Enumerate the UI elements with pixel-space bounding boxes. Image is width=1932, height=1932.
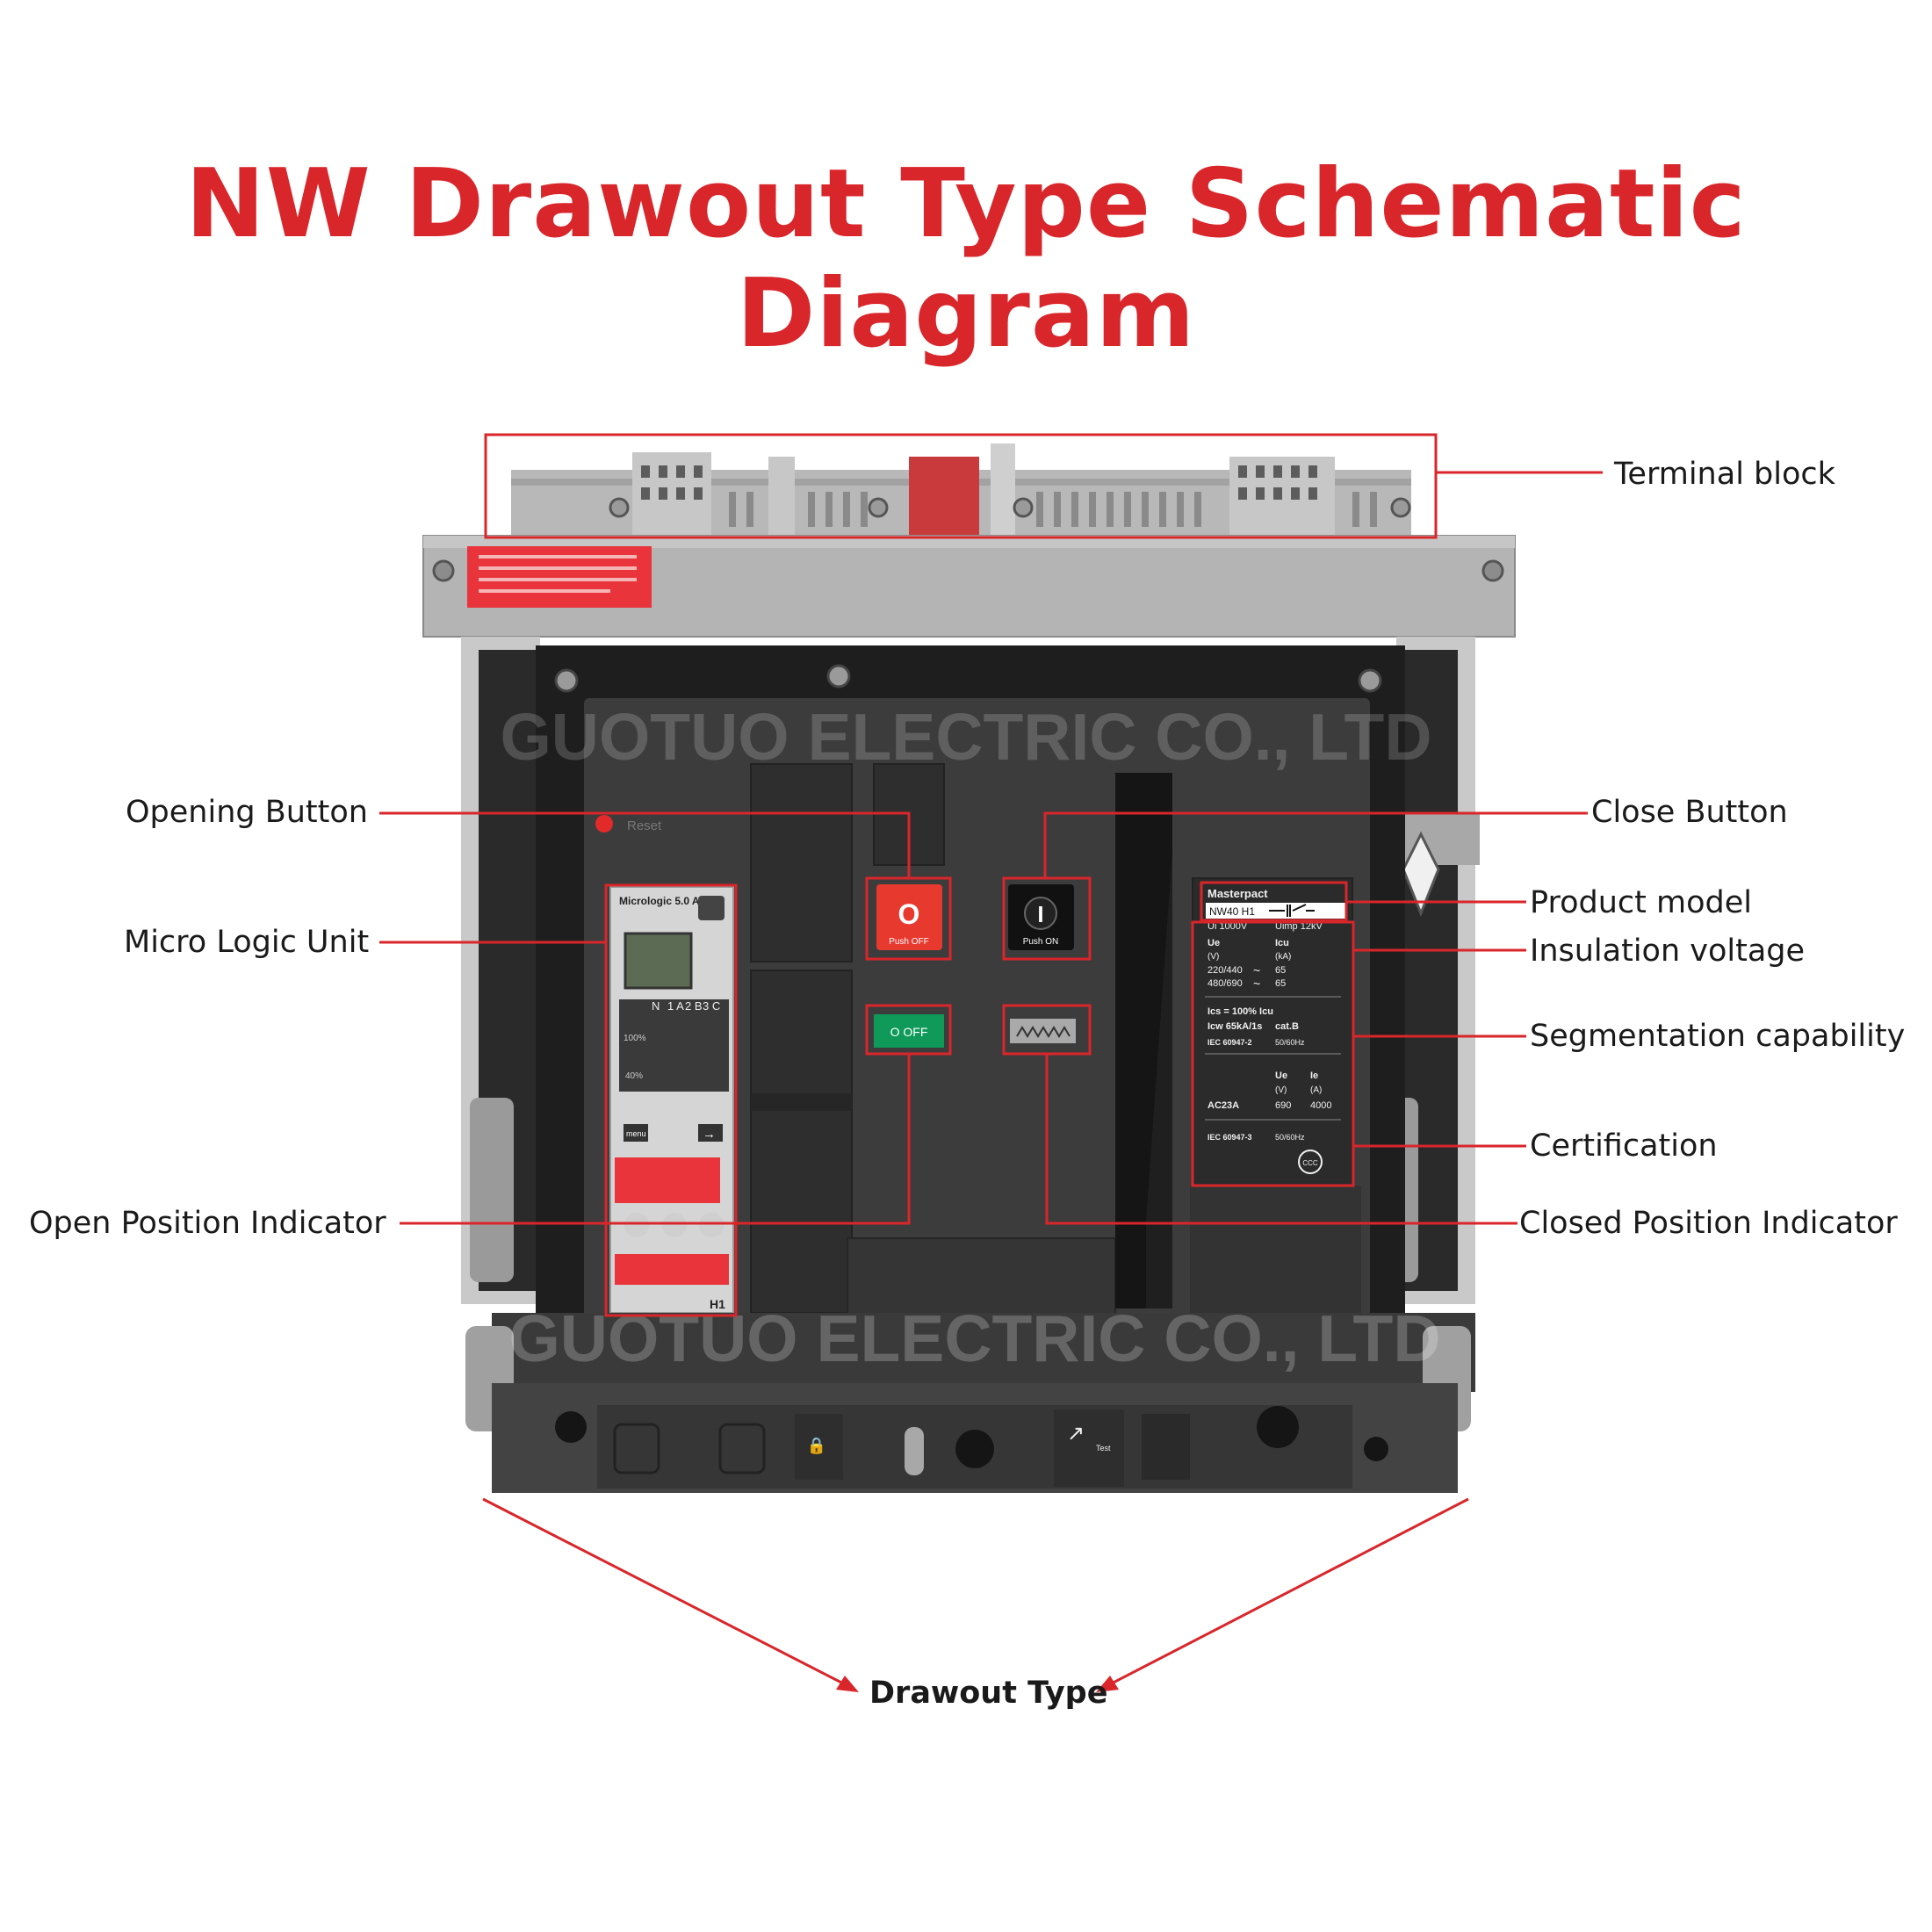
model-text: NW40 H1 — [1209, 905, 1255, 918]
nameplate-box — [1191, 920, 1355, 1187]
label-certification: Certification — [1530, 1128, 1718, 1164]
open-position-indicator: O OFF — [874, 1014, 944, 1048]
h1-label: H1 — [710, 1297, 725, 1311]
ac-symbol: ~ — [1253, 977, 1260, 991]
micrologic-box — [604, 883, 738, 1317]
top-rail — [422, 535, 1516, 638]
scale-100: 100% — [624, 1034, 646, 1043]
freq-2: 50/60Hz — [1275, 1133, 1305, 1142]
ue-header: Ue — [1208, 938, 1220, 948]
off-indicator-text: O OFF — [890, 1025, 928, 1039]
push-on-label: Push ON — [1023, 937, 1059, 947]
freq-1: 50/60Hz — [1275, 1038, 1305, 1047]
label-open-position-indicator: Open Position Indicator — [29, 1206, 386, 1241]
lock-button[interactable] — [795, 1414, 843, 1480]
micrologic-title: Micrologic 5.0 A — [619, 895, 700, 907]
standard-2: IEC 60947-3 — [1208, 1133, 1252, 1142]
phase-label-2b: 2 B — [685, 999, 703, 1013]
ue2-unit: (V) — [1275, 1085, 1287, 1095]
push-on-button[interactable]: I Push ON — [1008, 884, 1074, 950]
ui-text: Ui 1000V — [1208, 921, 1248, 932]
watermark-bottom: GUOTUO ELECTRIC CO., LTD — [508, 1301, 1440, 1375]
scale-40: 40% — [625, 1071, 643, 1081]
ie-value: 4000 — [1310, 1100, 1331, 1111]
reset-button[interactable] — [595, 815, 613, 833]
ue-row-2: 480/690 — [1208, 978, 1243, 989]
adjust-dials — [624, 1213, 724, 1237]
ue-unit: (V) — [1208, 952, 1219, 962]
menu-button[interactable] — [624, 1124, 648, 1142]
label-segmentation-capability: Segmentation capability — [1530, 1019, 1906, 1054]
watermark-top: GUOTUO ELECTRIC CO., LTD — [500, 700, 1431, 774]
terminal-block-box — [484, 433, 1438, 539]
page-title: NW Drawout Type Schematic Diagram — [185, 149, 1747, 369]
icw-text: Icw 65kA/1s — [1208, 1021, 1262, 1032]
label-micro-logic-unit: Micro Logic Unit — [124, 925, 370, 960]
ac-symbol: ~ — [1253, 963, 1260, 977]
ccc-mark-icon — [1298, 1150, 1323, 1174]
ue-row-1: 220/440 — [1208, 965, 1243, 976]
icu-unit: (kA) — [1275, 952, 1291, 962]
menu-label: menu — [626, 1129, 646, 1138]
drawout-arrowheads — [836, 1676, 1119, 1692]
label-close-button: Close Button — [1591, 795, 1788, 830]
phase-label-1a: 1 A — [667, 999, 684, 1013]
standard-1: IEC 60947-2 — [1208, 1038, 1252, 1047]
micrologic-unit[interactable]: Micrologic 5.0 A N 1 A 2 B 3 C 100% 40% … — [609, 886, 734, 1314]
reset-label: Reset — [627, 818, 662, 833]
lock-icon: 🔒 — [807, 1437, 826, 1454]
ics-text: Ics = 100% Icu — [1208, 1006, 1273, 1017]
label-opening-button: Opening Button — [126, 795, 368, 830]
terminal-block — [511, 443, 1411, 540]
ue2-value: 690 — [1275, 1100, 1291, 1111]
icu-row-1: 65 — [1275, 965, 1286, 976]
nameplate: Masterpact NW40 H1 Ui 1000V Uimp 12kV Ue… — [1192, 877, 1353, 1186]
racking-handle[interactable] — [905, 1427, 924, 1475]
ue2-header: Ue — [1275, 1071, 1287, 1081]
ac23a-text: AC23A — [1208, 1100, 1239, 1111]
uimp-text: Uimp 12kV — [1275, 921, 1323, 932]
on-symbol: I — [1037, 901, 1043, 927]
label-closed-position-indicator: Closed Position Indicator — [1519, 1206, 1898, 1241]
racking-crank-socket[interactable] — [955, 1430, 994, 1468]
arrow-right-icon: → — [703, 1127, 716, 1142]
icu-row-2: 65 — [1275, 978, 1286, 989]
micrologic-warning-sticker — [615, 1157, 720, 1203]
label-product-model: Product model — [1530, 885, 1752, 920]
label-drawout-type: Drawout Type — [869, 1676, 1108, 1711]
cat-text: cat.B — [1275, 1021, 1299, 1032]
label-terminal-block: Terminal block — [1614, 457, 1835, 492]
push-off-button[interactable]: O Push OFF — [876, 884, 942, 950]
position-indicator-window — [1054, 1409, 1124, 1487]
off-symbol: O — [898, 898, 920, 930]
ie-header: Ie — [1310, 1071, 1318, 1081]
brand-text: Masterpact — [1208, 887, 1268, 900]
drawout-base: 🔒 ↗ Test — [465, 1313, 1475, 1493]
next-arrow-button[interactable] — [698, 1124, 723, 1142]
phase-label-3c: 3 C — [703, 999, 720, 1013]
callout-lines — [379, 433, 1603, 1688]
icu-header: Icu — [1275, 938, 1289, 948]
ccc-text: CCC — [1302, 1159, 1318, 1167]
label-insulation-voltage: Insulation voltage — [1530, 934, 1806, 969]
arrow-up-right-icon: ↗ — [1067, 1422, 1085, 1445]
closed-position-indicator-window — [1010, 1019, 1076, 1043]
phase-label-n: N — [652, 999, 660, 1013]
ie-unit: (A) — [1310, 1085, 1322, 1095]
breaker-front-panel — [584, 698, 1370, 1326]
push-off-label: Push OFF — [889, 937, 929, 947]
test-position-label: Test — [1096, 1444, 1111, 1453]
push-on-box — [1002, 876, 1092, 961]
